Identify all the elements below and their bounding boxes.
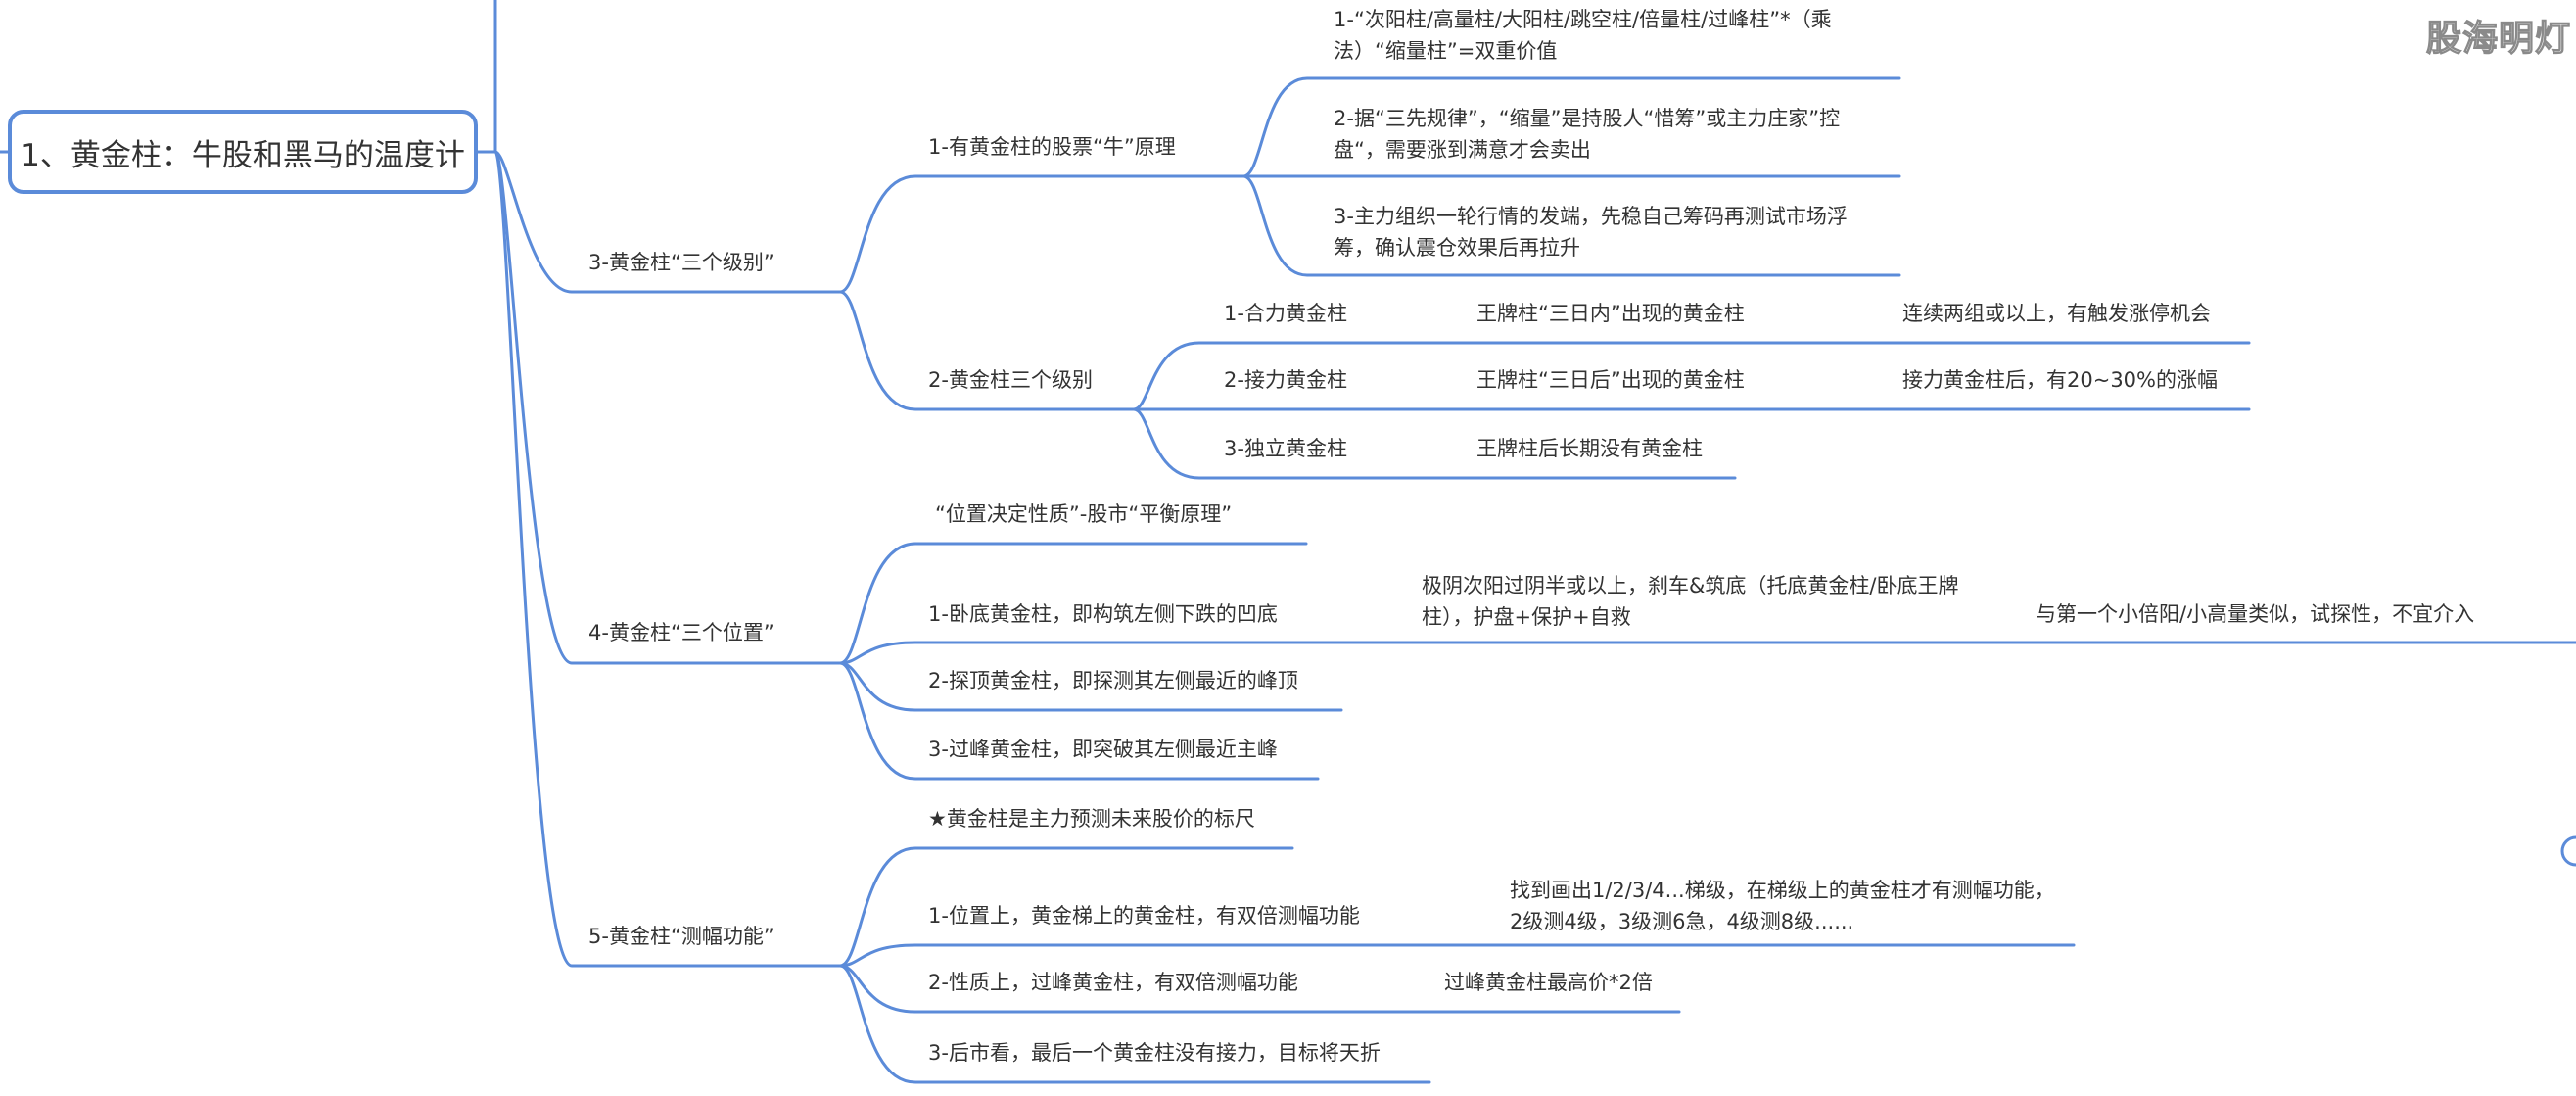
node-bottom-golden-pillar[interactable]: 1-卧底黄金柱，即构筑左侧下跌的凹底 — [928, 602, 1278, 626]
link-b3c2-r3 — [1132, 407, 1402, 480]
node-relay-note[interactable]: 接力黄金柱后，有20~30%的涨幅 — [1902, 368, 2218, 392]
link-b3c1-d1 — [1241, 76, 1901, 178]
node-ladder-detail[interactable]: 找到画出1/2/3/4...梯级，在梯级上的黄金柱才有测幅功能，2级测4级，3级… — [1510, 879, 2055, 933]
node-bottom-note[interactable]: 与第一个小倍阳/小高量类似，试探性，不宜介入 — [2036, 602, 2475, 626]
link-b4-c2 — [838, 661, 1343, 712]
root-node[interactable]: 1、黄金柱：牛股和黑马的温度计 — [8, 110, 478, 194]
branch-levels[interactable]: 3-黄金柱“三个级别” — [588, 251, 774, 274]
link-b3-c2 — [838, 290, 1136, 411]
node-joint-golden-pillar[interactable]: 1-合力黄金柱 — [1224, 302, 1347, 325]
node-three-levels[interactable]: 2-黄金柱三个级别 — [928, 368, 1093, 392]
node-bottom-detail[interactable]: 极阴次阳过阴半或以上，刹车&筑底（托底黄金柱/卧底王牌柱），护盘+保护+自救 — [1422, 574, 1959, 629]
node-relay-detail[interactable]: 王牌柱“三日后”出现的黄金柱 — [1476, 368, 1745, 392]
node-peak-double-detail[interactable]: 过峰黄金柱最高价*2倍 — [1444, 971, 1653, 994]
node-no-relay-target[interactable]: 3-后市看，最后一个黄金柱没有接力，目标将天折 — [928, 1041, 1381, 1065]
watermark-logo: 股海明灯 — [2425, 18, 2572, 59]
node-price-ruler[interactable]: ★黄金柱是主力预测未来股价的标尺 — [928, 807, 1255, 831]
node-independent-detail[interactable]: 王牌柱后长期没有黄金柱 — [1476, 437, 1703, 460]
node-peak-double-measure[interactable]: 2-性质上，过峰黄金柱，有双倍测幅功能 — [928, 971, 1298, 994]
link-b5-c0 — [838, 846, 1294, 968]
node-three-first-rule[interactable]: 2-据“三先规律”，“缩量”是持股人“惜筹”或主力庄家”控盘“，需要涨到满意才会… — [1334, 107, 1841, 162]
edge-circle — [2560, 835, 2576, 867]
node-double-value[interactable]: 1-“次阳柱/高量柱/大阳柱/跳空柱/倍量柱/过峰柱”*（乘法）“缩量柱”=双重… — [1334, 8, 1832, 63]
link-b4-c0 — [838, 542, 1308, 665]
link-b5-c3 — [838, 964, 1431, 1084]
node-peak-break-golden-pillar[interactable]: 3-过峰黄金柱，即突破其左侧最近主峰 — [928, 738, 1278, 761]
link-b3c2-r1 — [1132, 341, 1402, 411]
node-top-probe-golden-pillar[interactable]: 2-探顶黄金柱，即探测其左侧最近的峰顶 — [928, 669, 1298, 692]
link-root-b5 — [493, 150, 842, 968]
root-node-label: 1、黄金柱：牛股和黑马的温度计 — [21, 137, 465, 173]
node-ladder-golden-pillar[interactable]: 1-位置上，黄金梯上的黄金柱，有双倍测幅功能 — [928, 904, 1360, 928]
node-joint-detail[interactable]: 王牌柱“三日内”出现的黄金柱 — [1476, 302, 1745, 325]
link-b5-c1 — [838, 943, 1422, 968]
node-joint-note[interactable]: 连续两组或以上，有触发涨停机会 — [1902, 302, 2211, 325]
link-root-b4 — [493, 150, 842, 665]
branch-measuring[interactable]: 5-黄金柱“测幅功能” — [588, 925, 774, 948]
node-bull-principle[interactable]: 1-有黄金柱的股票“牛”原理 — [928, 135, 1176, 159]
link-b5-c2 — [838, 964, 1422, 1014]
link-b3-c1 — [838, 174, 1245, 294]
link-b3c1-d3 — [1241, 174, 1901, 277]
node-position-principle[interactable]: “位置决定性质”-股市“平衡原理” — [935, 502, 1233, 526]
link-b4-c3 — [838, 661, 1320, 781]
node-independent-golden-pillar[interactable]: 3-独立黄金柱 — [1224, 437, 1347, 460]
node-relay-golden-pillar[interactable]: 2-接力黄金柱 — [1224, 368, 1347, 392]
branch-positions[interactable]: 4-黄金柱“三个位置” — [588, 621, 774, 644]
link-root-b3 — [493, 150, 842, 294]
link-b4-c1 — [838, 641, 1402, 665]
node-main-force-start[interactable]: 3-主力组织一轮行情的发端，先稳自己筹码再测试市场浮筹，确认震仓效果后再拉升 — [1334, 205, 1848, 260]
